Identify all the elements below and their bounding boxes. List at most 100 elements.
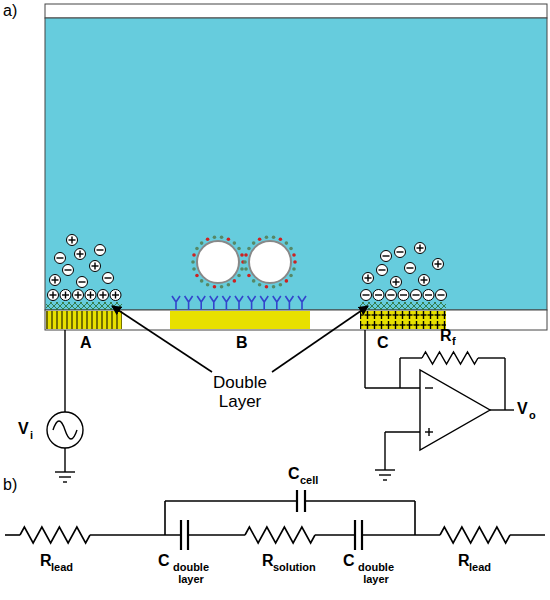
surface-dot xyxy=(285,241,289,245)
surface-dot xyxy=(247,274,251,278)
surface-dot xyxy=(220,285,224,289)
surface-dot xyxy=(227,283,231,287)
substrate xyxy=(45,310,547,330)
chamber-lid xyxy=(45,4,547,18)
surface-dot xyxy=(272,285,276,289)
ion-sign xyxy=(77,292,78,299)
cation xyxy=(75,249,86,260)
surface-dot xyxy=(195,247,199,251)
ion-sign xyxy=(65,269,72,270)
ion-sign xyxy=(413,294,420,295)
ion-circle xyxy=(436,290,447,301)
surface-dot xyxy=(233,279,237,283)
surface-dot xyxy=(279,237,283,241)
anion xyxy=(377,265,388,276)
cation xyxy=(50,275,61,286)
antibody xyxy=(197,296,205,310)
surface-dot xyxy=(192,267,196,271)
ion-sign xyxy=(407,267,414,268)
ion-circle xyxy=(415,243,426,254)
surface-dot xyxy=(200,241,204,245)
ion-sign xyxy=(115,292,116,299)
ion-circle xyxy=(67,235,78,246)
ion-sign xyxy=(423,277,424,284)
ion-sign xyxy=(54,277,55,284)
surface-dot xyxy=(237,247,241,251)
ion-sign xyxy=(97,249,104,250)
ion-circle xyxy=(73,290,84,301)
surface-dot xyxy=(244,253,248,257)
ion-sign xyxy=(395,279,396,286)
electrode-c xyxy=(360,311,446,329)
ion-circle xyxy=(433,259,444,270)
antibody xyxy=(235,296,243,310)
cation xyxy=(73,290,84,301)
anion xyxy=(436,290,447,301)
cation xyxy=(67,235,78,246)
anion xyxy=(405,263,416,274)
leader-arrow xyxy=(112,306,212,372)
surface-dot xyxy=(258,283,262,287)
resistor-label: R xyxy=(458,552,470,570)
electrode-label: A xyxy=(80,334,92,352)
ion-sign xyxy=(438,294,445,295)
surface-dot xyxy=(289,247,293,251)
surface-dot xyxy=(292,267,296,271)
surface-dot xyxy=(243,260,247,264)
ion-sign xyxy=(425,294,432,295)
electrode-label: C xyxy=(377,334,389,352)
anion xyxy=(373,290,384,301)
subscript: o xyxy=(529,409,536,421)
solution xyxy=(45,18,547,310)
anion xyxy=(381,251,392,262)
signal-label: V xyxy=(517,400,528,418)
surface-dot xyxy=(252,241,256,245)
surface-dot xyxy=(285,279,289,283)
surface-dot xyxy=(293,260,297,264)
ion-circle xyxy=(60,290,71,301)
panel-label: a) xyxy=(3,2,17,20)
antibody xyxy=(222,296,230,310)
surface-dot xyxy=(237,274,241,278)
anion xyxy=(55,253,66,264)
surface-dot xyxy=(206,283,210,287)
anion xyxy=(63,265,74,276)
surface-dot xyxy=(240,253,244,257)
cation xyxy=(85,290,96,301)
ion-sign xyxy=(379,269,386,270)
source-label: V xyxy=(18,420,29,438)
surface-dot xyxy=(240,267,244,271)
surface-dot xyxy=(191,260,195,264)
surface-dot xyxy=(279,283,283,287)
ion-sign xyxy=(102,292,103,299)
ion-circle xyxy=(395,247,406,258)
subscript: f xyxy=(452,335,456,347)
anion xyxy=(361,290,372,301)
ion-circle xyxy=(377,265,388,276)
cation xyxy=(48,290,59,301)
resistor-label: R xyxy=(440,327,452,345)
surface-dot xyxy=(200,279,204,283)
ion-circle xyxy=(363,273,374,284)
ion-circle xyxy=(110,290,121,301)
antibodies-vesicles xyxy=(172,235,306,310)
ion-sign xyxy=(383,255,390,256)
resistor-label: R xyxy=(262,552,274,570)
surface-dot xyxy=(247,247,251,251)
subscript: lead xyxy=(469,561,491,573)
vesicle xyxy=(197,241,239,283)
surface-dot xyxy=(195,274,199,278)
cation xyxy=(433,259,444,270)
ion-circle xyxy=(419,275,430,286)
ion-circle xyxy=(98,290,109,301)
surface-dot xyxy=(233,241,237,245)
anion xyxy=(395,247,406,258)
ion-sign xyxy=(419,245,420,252)
ion-sign xyxy=(388,294,395,295)
ion-circle xyxy=(85,290,96,301)
ion-circle xyxy=(411,290,422,301)
ion-circle xyxy=(386,290,397,301)
anion xyxy=(103,273,114,284)
cation xyxy=(110,290,121,301)
